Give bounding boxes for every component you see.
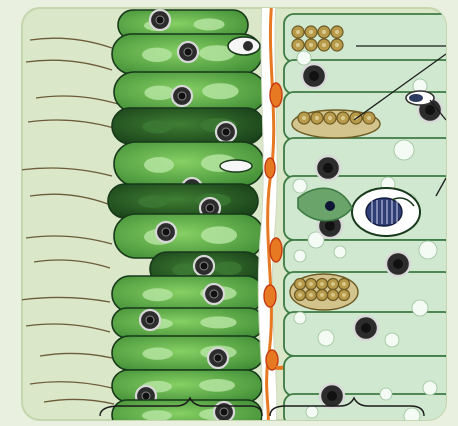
ectoderm-cell xyxy=(112,108,264,144)
cnidocyte-nucleus xyxy=(243,41,253,51)
ectoderm-cell xyxy=(112,370,262,402)
cell-nucleolus xyxy=(210,290,218,298)
granule-core xyxy=(331,293,335,297)
granule-core xyxy=(296,43,300,47)
cell-vacuole xyxy=(200,316,236,328)
cell-vacuole xyxy=(142,48,172,62)
cell-nucleolus xyxy=(162,228,170,236)
vacuole-bubble xyxy=(404,408,420,424)
vacuole-bubble xyxy=(294,250,306,262)
granule-core xyxy=(335,30,339,34)
vacuole-bubble xyxy=(394,140,414,160)
vacuole-bubble xyxy=(380,388,392,400)
granule-core xyxy=(309,282,313,286)
vacuole-bubble xyxy=(297,51,311,65)
receptor-pigment xyxy=(409,94,423,102)
vacuole-bubble xyxy=(306,406,318,418)
cnidocyte-cell xyxy=(220,160,252,172)
granule-core xyxy=(296,30,300,34)
cell-vacuole xyxy=(142,348,172,360)
vacuole-bubble xyxy=(334,246,346,258)
ectoderm-cell xyxy=(108,184,258,218)
cell-vacuole xyxy=(215,262,242,276)
granule-core xyxy=(342,282,346,286)
cell-nucleolus xyxy=(142,392,150,400)
ectoderm-cell xyxy=(112,400,262,426)
granule-core xyxy=(322,30,326,34)
granule-core xyxy=(309,30,313,34)
cell-nucleolus xyxy=(184,48,192,56)
ectoderm-cell xyxy=(112,336,264,370)
vacuole-bubble xyxy=(293,179,307,193)
vacuole-bubble xyxy=(419,241,437,259)
granule-core xyxy=(367,116,371,120)
vacuole-bubble xyxy=(318,330,334,346)
granule-core xyxy=(298,293,302,297)
nerve-cell-body xyxy=(270,238,282,262)
cell-vacuole xyxy=(172,264,194,276)
cell-nucleolus xyxy=(222,128,230,136)
cell-nucleolus xyxy=(220,408,228,416)
endoderm-nucleolus xyxy=(393,259,403,269)
vacuole-bubble xyxy=(385,333,399,347)
nerve-cell-body xyxy=(270,83,282,107)
endoderm-nucleolus xyxy=(309,71,319,81)
cell-nucleolus xyxy=(146,316,154,324)
cell-vacuole xyxy=(138,196,168,208)
cell-vacuole xyxy=(142,410,172,421)
endoderm-nucleolus xyxy=(327,391,337,401)
cell-vacuole xyxy=(199,379,235,392)
cell-nucleolus xyxy=(156,16,164,24)
granule-core xyxy=(315,116,319,120)
cell-vacuole xyxy=(142,120,172,133)
granule-core xyxy=(309,43,313,47)
granule-core xyxy=(298,282,302,286)
granule-core xyxy=(322,43,326,47)
ectoderm-cell xyxy=(112,276,264,312)
sensory-nucleus xyxy=(325,201,335,211)
endoderm-layer xyxy=(284,14,454,426)
cell-nucleolus xyxy=(206,204,214,212)
cell-nucleolus xyxy=(178,92,186,100)
vacuole-bubble xyxy=(412,300,428,316)
endoderm-nucleolus xyxy=(361,323,371,333)
endoderm-nucleolus xyxy=(325,221,335,231)
granule-core xyxy=(302,116,306,120)
ectoderm-cell xyxy=(112,308,264,338)
endoderm-cell xyxy=(284,138,454,178)
granule-core xyxy=(335,43,339,47)
cell-vacuole xyxy=(142,288,172,301)
cell-vacuole xyxy=(144,86,174,100)
granule-core xyxy=(341,116,345,120)
vacuole-bubble xyxy=(294,312,306,324)
cell-vacuole xyxy=(144,157,174,173)
endoderm-nucleolus xyxy=(323,163,333,173)
granule-core xyxy=(309,293,313,297)
vacuole-bubble xyxy=(423,381,437,395)
cell-vacuole xyxy=(202,83,238,99)
cell-nucleolus xyxy=(214,354,222,362)
granule-core xyxy=(331,282,335,286)
granule-core xyxy=(320,282,324,286)
granule-core xyxy=(328,116,332,120)
nerve-cell-body xyxy=(264,285,276,307)
cell-vacuole xyxy=(193,18,224,30)
granule-core xyxy=(342,293,346,297)
cell-vacuole xyxy=(201,226,237,244)
granule-core xyxy=(320,293,324,297)
endoderm-nucleolus xyxy=(425,105,435,115)
cell-nucleolus xyxy=(200,262,208,270)
nerve-cell-body xyxy=(265,158,275,178)
